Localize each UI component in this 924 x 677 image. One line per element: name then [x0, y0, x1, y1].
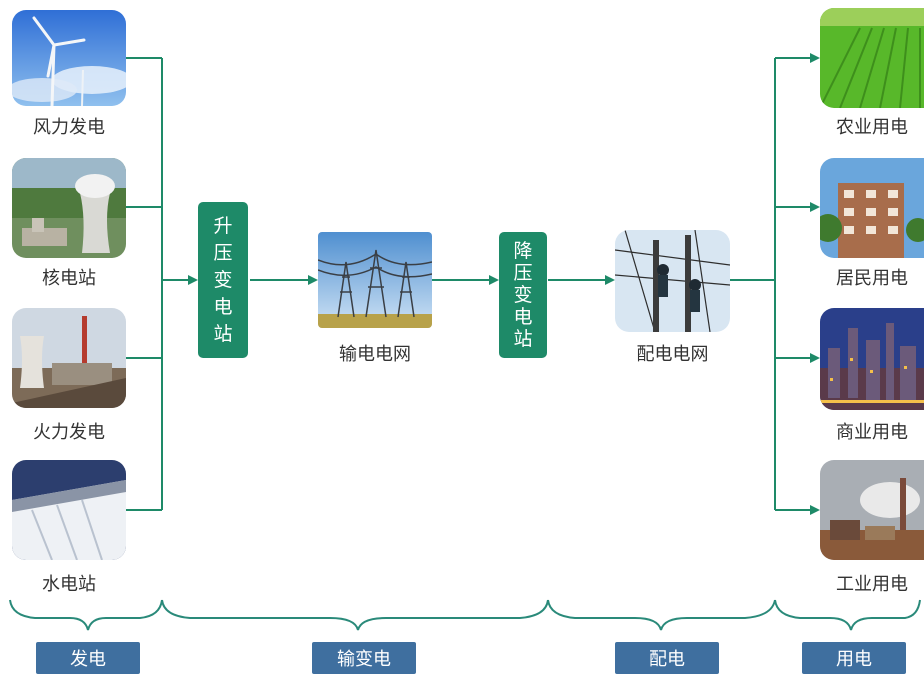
stage-consumption-pill: 用电	[802, 642, 906, 674]
consumption-label-residential: 居民用电	[836, 268, 908, 289]
city-night-photo	[820, 308, 924, 410]
farmland-photo	[820, 8, 924, 108]
apartment-building-photo	[820, 158, 924, 258]
generation-label-thermal: 火力发电	[33, 422, 105, 443]
generation-label-hydro: 水电站	[42, 574, 96, 595]
step-down-char: 站	[513, 328, 533, 350]
step-up-char: 站	[213, 322, 233, 345]
transmission-label: 输电电网	[339, 344, 411, 365]
consumption-connectors	[730, 53, 820, 515]
consumption-label-industrial: 工业用电	[836, 574, 908, 595]
consumption-label-agriculture: 农业用电	[836, 117, 908, 138]
step-up-char: 变	[213, 268, 233, 291]
step-up-char: 升	[213, 214, 233, 237]
line-workers-photo	[615, 230, 730, 332]
step-up-char: 压	[213, 241, 233, 264]
distribution-label: 配电电网	[636, 344, 709, 365]
thermal-plant-photo	[12, 308, 126, 408]
nuclear-plant-photo	[12, 158, 126, 258]
generation-label-wind: 风力发电	[33, 117, 105, 138]
stage-transmission-pill: 输变电	[312, 642, 416, 674]
stage-generation-pill: 发电	[36, 642, 140, 674]
step-down-substation-box: 降 压 变 电 站	[499, 232, 547, 358]
factory-photo	[820, 460, 924, 560]
hydro-dam-photo	[12, 460, 126, 560]
generation-label-nuclear: 核电站	[42, 268, 96, 289]
step-down-char: 压	[513, 262, 533, 284]
step-down-char: 变	[513, 284, 533, 306]
consumption-label-commercial: 商业用电	[836, 422, 908, 443]
step-down-char: 电	[513, 306, 533, 328]
generation-connectors	[126, 57, 198, 511]
stage-distribution-pill: 配电	[615, 642, 719, 674]
step-up-substation-box: 升 压 变 电 站	[198, 202, 248, 358]
pylon-photo	[318, 232, 432, 328]
stage-braces	[9, 599, 921, 631]
wind-turbine-photo	[12, 10, 126, 106]
step-down-char: 降	[513, 240, 533, 262]
step-up-char: 电	[213, 295, 233, 318]
